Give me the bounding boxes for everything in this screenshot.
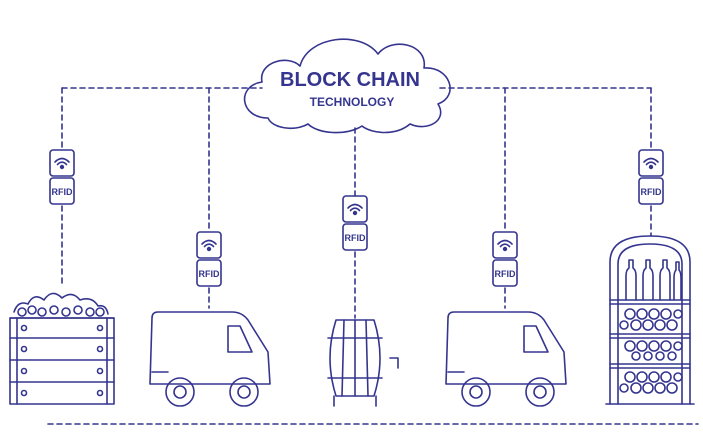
rfid-label: RFID	[52, 187, 73, 197]
wine-barrel-icon	[327, 319, 399, 407]
rfid-tag-1	[49, 149, 75, 205]
rfid-label: RFID	[199, 269, 220, 279]
rfid-tag-4	[492, 231, 518, 287]
rfid-tag-5	[638, 149, 664, 205]
wine-rack-icon	[605, 235, 695, 405]
delivery-van-icon	[445, 311, 567, 407]
cloud-title: BLOCK CHAIN	[280, 69, 420, 91]
cloud-shape	[243, 38, 451, 134]
rfid-label: RFID	[345, 233, 366, 243]
rfid-tag-2	[196, 231, 222, 287]
grape-crate-icon	[9, 292, 115, 405]
rfid-tag-3	[342, 195, 368, 251]
cloud-subtitle: TECHNOLOGY	[310, 95, 395, 109]
rfid-label: RFID	[641, 187, 662, 197]
network-lines	[47, 87, 699, 425]
rfid-label: RFID	[495, 269, 516, 279]
delivery-van-icon	[149, 311, 271, 407]
